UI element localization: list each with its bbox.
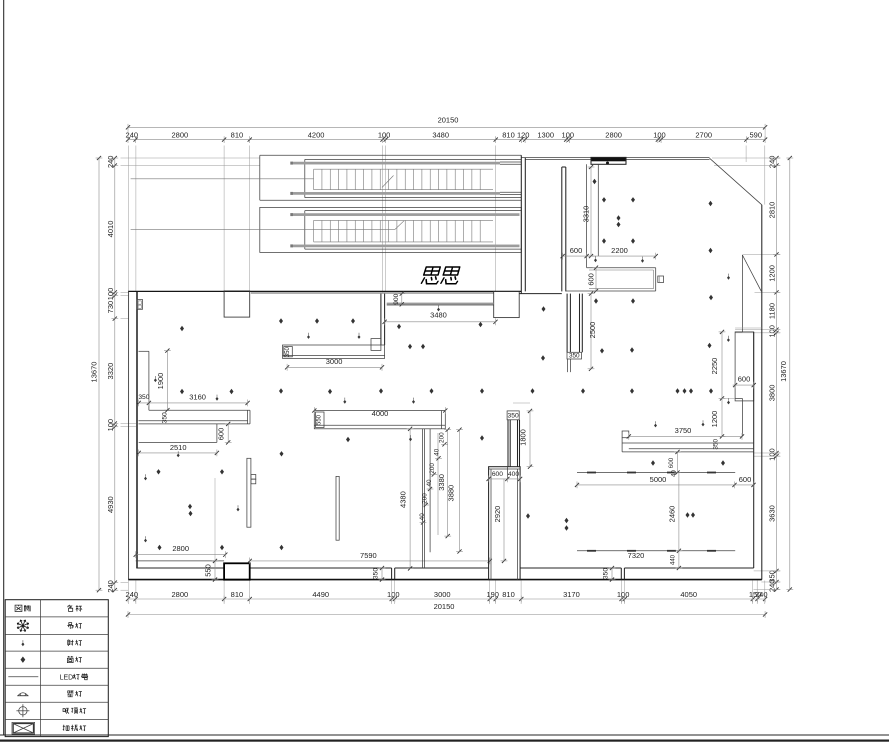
svg-text:5000: 5000 xyxy=(650,475,667,484)
svg-text:810: 810 xyxy=(502,590,515,599)
svg-text:810: 810 xyxy=(231,590,244,599)
svg-text:350: 350 xyxy=(138,394,149,401)
svg-text:2250: 2250 xyxy=(710,358,719,375)
svg-text:2460: 2460 xyxy=(668,506,677,523)
svg-text:100: 100 xyxy=(378,131,391,140)
svg-text:3310: 3310 xyxy=(582,206,591,223)
svg-text:350: 350 xyxy=(602,568,609,579)
svg-text:13670: 13670 xyxy=(779,361,788,382)
svg-text:LED: LED xyxy=(60,674,74,681)
svg-text:4380: 4380 xyxy=(399,491,408,508)
svg-text:350: 350 xyxy=(285,347,291,358)
svg-text:40: 40 xyxy=(671,470,677,477)
svg-text:100: 100 xyxy=(617,590,630,599)
svg-text:100: 100 xyxy=(106,419,115,432)
svg-text:4010: 4010 xyxy=(106,221,115,238)
svg-text:3170: 3170 xyxy=(563,590,580,599)
svg-text:2800: 2800 xyxy=(172,590,189,599)
svg-text:810: 810 xyxy=(231,131,244,140)
svg-text:2800: 2800 xyxy=(172,544,189,553)
svg-text:20150: 20150 xyxy=(438,115,459,124)
svg-text:3320: 3320 xyxy=(106,363,115,380)
svg-text:600: 600 xyxy=(586,273,595,286)
svg-text:200: 200 xyxy=(429,463,436,474)
svg-text:40: 40 xyxy=(419,513,426,521)
svg-text:40: 40 xyxy=(433,448,440,456)
svg-text:4490: 4490 xyxy=(312,590,329,599)
svg-text:100: 100 xyxy=(106,288,115,301)
svg-text:7320: 7320 xyxy=(628,551,645,560)
svg-text:3480: 3480 xyxy=(430,310,447,319)
svg-text:400: 400 xyxy=(508,471,519,478)
svg-text:3480: 3480 xyxy=(432,131,449,140)
svg-text:1300: 1300 xyxy=(537,131,554,140)
svg-text:200: 200 xyxy=(439,432,446,443)
svg-text:4000: 4000 xyxy=(372,409,389,418)
svg-text:240: 240 xyxy=(767,156,776,169)
svg-text:3160: 3160 xyxy=(189,392,206,401)
svg-text:2920: 2920 xyxy=(493,506,502,523)
svg-text:350: 350 xyxy=(569,353,580,360)
svg-text:100: 100 xyxy=(767,325,776,338)
svg-text:13670: 13670 xyxy=(90,362,99,383)
svg-text:350: 350 xyxy=(508,413,519,420)
svg-text:590: 590 xyxy=(749,131,762,140)
svg-text:2800: 2800 xyxy=(605,131,622,140)
svg-text:600: 600 xyxy=(217,428,226,441)
svg-text:3800: 3800 xyxy=(767,385,776,402)
svg-text:100: 100 xyxy=(562,131,575,140)
svg-text:240: 240 xyxy=(755,590,768,599)
svg-text:600: 600 xyxy=(492,471,503,478)
svg-text:3880: 3880 xyxy=(446,485,455,502)
svg-text:550: 550 xyxy=(317,414,323,425)
svg-text:350: 350 xyxy=(712,439,719,450)
svg-text:150: 150 xyxy=(749,590,762,599)
svg-text:730: 730 xyxy=(106,301,115,314)
svg-text:1200: 1200 xyxy=(710,411,719,428)
svg-text:2510: 2510 xyxy=(170,443,187,452)
svg-text:2200: 2200 xyxy=(611,246,628,255)
svg-text:3630: 3630 xyxy=(767,505,776,522)
svg-text:600: 600 xyxy=(738,375,751,384)
svg-text:350: 350 xyxy=(372,568,379,579)
svg-text:600: 600 xyxy=(668,457,675,468)
svg-text:1180: 1180 xyxy=(767,303,776,319)
svg-text:810: 810 xyxy=(502,131,515,140)
svg-text:3000: 3000 xyxy=(434,590,451,599)
svg-text:600: 600 xyxy=(739,475,752,484)
svg-text:120: 120 xyxy=(517,131,530,140)
svg-text:3000: 3000 xyxy=(326,357,343,366)
svg-text:40: 40 xyxy=(426,479,433,487)
svg-text:240: 240 xyxy=(106,580,115,593)
svg-text:1800: 1800 xyxy=(519,429,528,446)
svg-text:4200: 4200 xyxy=(308,131,325,140)
svg-text:4930: 4930 xyxy=(106,496,115,513)
svg-text:600: 600 xyxy=(570,246,583,255)
svg-text:7590: 7590 xyxy=(360,551,377,560)
svg-text:3750: 3750 xyxy=(675,426,692,435)
svg-text:240: 240 xyxy=(767,580,776,593)
svg-text:240: 240 xyxy=(106,156,115,169)
svg-text:100: 100 xyxy=(767,448,776,461)
svg-text:100: 100 xyxy=(387,590,400,599)
svg-text:2500: 2500 xyxy=(588,322,597,339)
svg-text:200: 200 xyxy=(422,493,429,504)
svg-text:350: 350 xyxy=(767,570,776,583)
svg-text:550: 550 xyxy=(204,564,213,577)
svg-text:100: 100 xyxy=(653,131,666,140)
svg-text:2800: 2800 xyxy=(172,131,189,140)
svg-text:20150: 20150 xyxy=(434,602,455,611)
svg-text:3380: 3380 xyxy=(437,474,446,491)
svg-text:350: 350 xyxy=(162,412,169,423)
svg-text:440: 440 xyxy=(671,554,677,565)
svg-text:1200: 1200 xyxy=(767,265,776,282)
svg-text:2700: 2700 xyxy=(695,131,712,140)
svg-text:1900: 1900 xyxy=(156,373,165,390)
svg-text:4050: 4050 xyxy=(680,590,697,599)
svg-text:2810: 2810 xyxy=(767,202,776,219)
svg-text:240: 240 xyxy=(126,131,139,140)
svg-text:900: 900 xyxy=(393,293,400,304)
svg-text:240: 240 xyxy=(126,590,139,599)
svg-text:190: 190 xyxy=(486,590,499,599)
